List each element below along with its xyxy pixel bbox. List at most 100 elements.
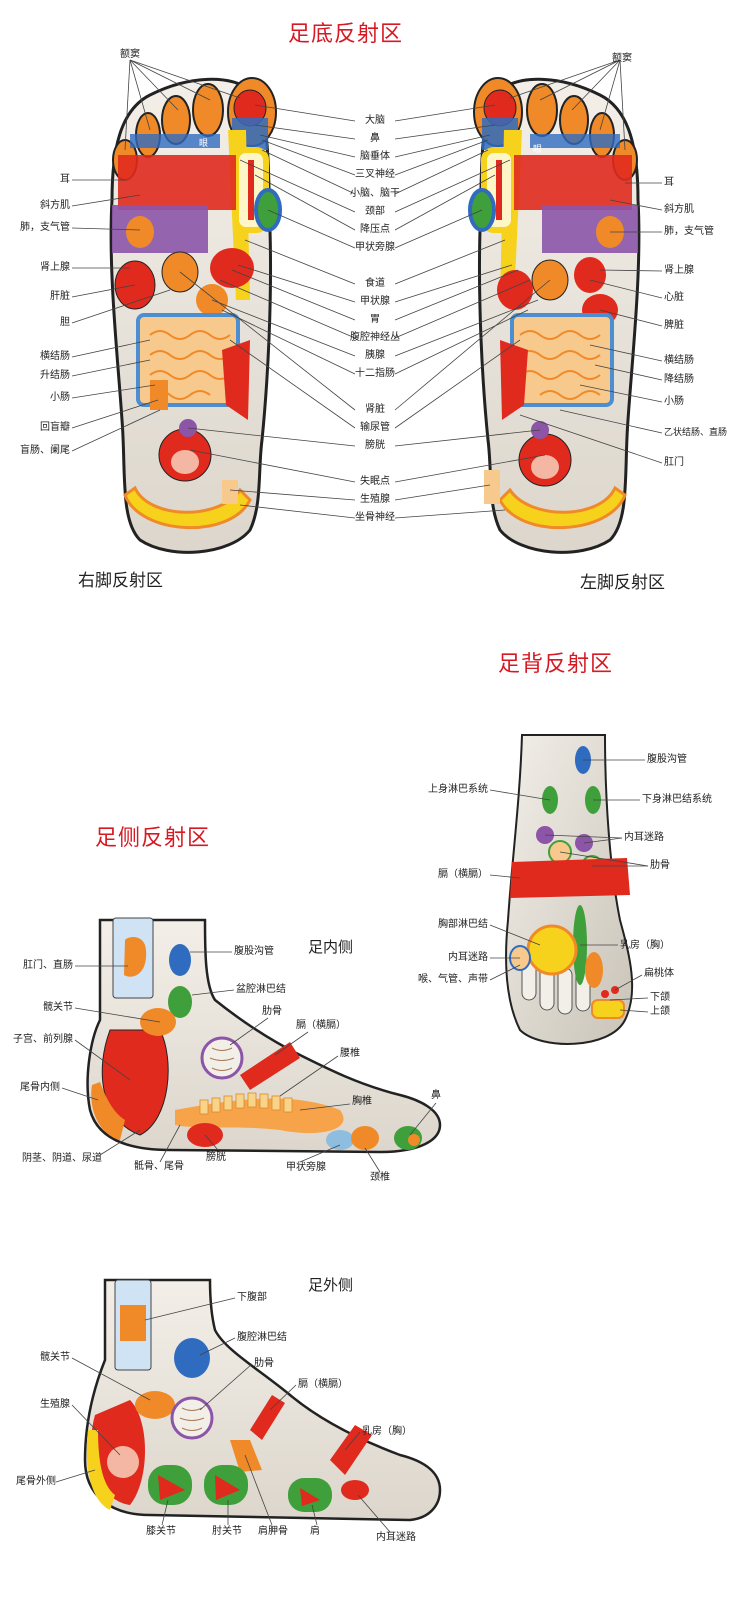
dorsum-foot [505, 734, 634, 1045]
dorsum-label-lower-lymph: 下身淋巴结系统 [642, 794, 712, 805]
inner-side-caption: 足内侧 [308, 938, 354, 956]
left-side-label: 肛门 [664, 457, 684, 468]
right-side-label: 横结肠 [40, 351, 70, 362]
inner-label-genital: 阴茎、阴道、尿道 [22, 1153, 102, 1164]
dorsum-label-upper-jaw: 上颌 [650, 1006, 670, 1017]
dorsum-label-ribs: 肋骨 [650, 860, 670, 871]
center-label: 颈部 [365, 206, 385, 217]
dorsum-label-balance: 内耳迷路 [624, 832, 664, 843]
left-side-label: 降结肠 [664, 374, 694, 385]
sinus-label-right: 额窦 [120, 49, 140, 60]
left-side-label: 乙状结肠、直肠 [664, 428, 728, 438]
inner-label-groin: 腹股沟管 [234, 946, 274, 957]
side-title: 足侧反射区 [95, 826, 211, 851]
right-side-label: 耳 [60, 174, 70, 185]
center-label: 输尿管 [360, 422, 390, 433]
center-label: 腹腔神经丛 [350, 332, 400, 343]
outer-side-foot [83, 1278, 442, 1522]
inner-label-pelvic-lymph: 盆腔淋巴结 [236, 984, 286, 995]
outer-label-knee: 膝关节 [146, 1526, 176, 1537]
left-foot-caption: 左脚反射区 [580, 573, 665, 593]
outer-label-coccyx: 尾骨外侧 [16, 1476, 56, 1487]
center-label: 膀胱 [365, 440, 385, 451]
right-side-label: 斜方肌 [40, 200, 70, 211]
center-label: 降压点 [360, 224, 390, 235]
right-foot-caption: 右脚反射区 [78, 571, 163, 591]
inner-leader-lines [61, 951, 437, 1173]
dorsum-label-tonsil: 扁桃体 [644, 968, 674, 979]
inner-label-anus: 肛门、直肠 [23, 960, 73, 971]
right-side-label: 肺，支气管 [20, 222, 70, 233]
sole-leader-lines [71, 59, 663, 519]
left-side-label: 耳 [664, 177, 674, 188]
dorsum-label-diaphragm: 膈（横膈） [438, 869, 488, 880]
center-label: 胃 [370, 314, 380, 325]
outer-label-scapula: 肩胛骨 [258, 1526, 288, 1537]
right-foot-sole [109, 77, 282, 554]
left-side-label: 横结肠 [664, 355, 694, 366]
left-side-label: 肺，支气管 [664, 226, 714, 237]
left-side-label: 脾脏 [664, 320, 684, 331]
center-label: 十二指肠 [355, 368, 395, 379]
dorsum-label-breast: 乳房（胸） [620, 940, 670, 951]
right-side-label: 肾上腺 [40, 262, 70, 273]
sole-title: 足底反射区 [288, 22, 404, 47]
dorsum-label-lower-jaw: 下颌 [650, 992, 670, 1003]
center-label: 甲状旁腺 [355, 242, 395, 253]
center-label: 失眠点 [360, 476, 390, 487]
center-label: 食道 [365, 278, 385, 289]
outer-label-hip: 髋关节 [40, 1352, 70, 1363]
inner-label-sacrum: 骶骨、尾骨 [134, 1161, 184, 1172]
inner-label-lumbar: 腰椎 [340, 1048, 360, 1059]
dorsum-label-chest-lymph: 胸部淋巴结 [438, 919, 488, 930]
outer-label-elbow: 肘关节 [212, 1526, 242, 1537]
inner-label-ribs: 肋骨 [262, 1006, 282, 1017]
right-side-label: 升结肠 [40, 370, 70, 381]
outer-label-genital: 生殖腺 [40, 1399, 70, 1410]
outer-label-diaphragm: 膈（横膈） [298, 1379, 348, 1390]
left-side-label: 肾上腺 [664, 265, 694, 276]
outer-label-lower-abdomen: 下腹部 [237, 1292, 267, 1303]
left-side-label: 小肠 [664, 396, 684, 407]
inner-label-cervical: 颈椎 [370, 1172, 390, 1183]
dorsum-label-inner-ear: 内耳迷路 [448, 952, 488, 963]
right-side-label: 肝脏 [50, 291, 70, 302]
outer-side-caption: 足外侧 [308, 1276, 354, 1294]
dorsum-label-groin: 腹股沟管 [647, 754, 687, 765]
center-label: 坐骨神经 [355, 512, 395, 523]
right-side-label: 回盲瓣 [40, 422, 70, 433]
center-label: 肾脏 [365, 404, 385, 415]
center-label: 甲状腺 [360, 296, 390, 307]
center-label: 大脑 [365, 115, 385, 126]
inner-label-diaphragm: 膈（横膈） [296, 1020, 346, 1031]
dorsum-label-throat: 喉、气管、声带 [418, 974, 488, 985]
outer-label-breast: 乳房（胸） [362, 1426, 412, 1437]
left-foot-sole [468, 77, 641, 554]
sinus-label-left: 额窦 [612, 53, 632, 64]
center-label: 小脑、脑干 [350, 188, 400, 199]
outer-label-abdominal-lymph: 腹腔淋巴结 [237, 1332, 287, 1343]
left-side-label: 心脏 [664, 292, 684, 303]
center-label: 胰腺 [365, 350, 385, 361]
inner-side-foot [86, 917, 442, 1154]
dorsum-leader-lines [489, 759, 649, 1013]
outer-label-balance: 内耳迷路 [376, 1532, 416, 1543]
dorsum-title: 足背反射区 [498, 652, 614, 677]
outer-leader-lines [55, 1297, 391, 1533]
right-side-label: 小肠 [50, 392, 70, 403]
right-side-label: 胆 [60, 317, 70, 328]
inner-label-nose: 鼻 [431, 1090, 441, 1101]
center-label: 鼻 [370, 133, 380, 144]
right-side-label: 盲肠、阑尾 [20, 445, 70, 456]
left-side-label: 斜方肌 [664, 204, 694, 215]
inner-label-coccyx: 尾骨内侧 [20, 1082, 60, 1093]
outer-label-ribs: 肋骨 [254, 1358, 274, 1369]
inner-label-hip: 髋关节 [43, 1002, 73, 1013]
center-label: 三叉神经 [355, 169, 395, 180]
inner-label-thoracic: 胸椎 [352, 1096, 372, 1107]
dorsum-label-upper-lymph: 上身淋巴系统 [428, 784, 488, 795]
center-label: 生殖腺 [360, 494, 390, 505]
eye-mark-right: 眼 [199, 139, 209, 149]
